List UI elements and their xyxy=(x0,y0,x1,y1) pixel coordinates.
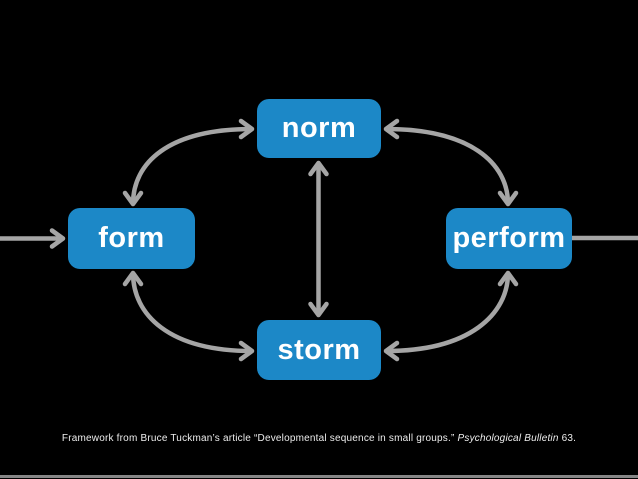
node-storm: storm xyxy=(257,320,381,380)
caption-italic-title: Psychological Bulletin xyxy=(457,433,559,444)
arrow-form-norm xyxy=(122,118,255,207)
footer-divider xyxy=(0,475,638,478)
caption-suffix: 63. xyxy=(558,433,577,444)
arrow-storm-perform xyxy=(383,270,519,362)
node-norm: norm xyxy=(257,99,381,158)
node-form: form xyxy=(68,208,195,269)
arrow-form-storm xyxy=(122,270,255,362)
arrow-norm-perform xyxy=(383,118,519,207)
node-perform: perform xyxy=(446,208,572,269)
caption: Framework from Bruce Tuckman’s article “… xyxy=(0,432,638,446)
caption-text: Framework from Bruce Tuckman’s article “… xyxy=(61,433,458,444)
